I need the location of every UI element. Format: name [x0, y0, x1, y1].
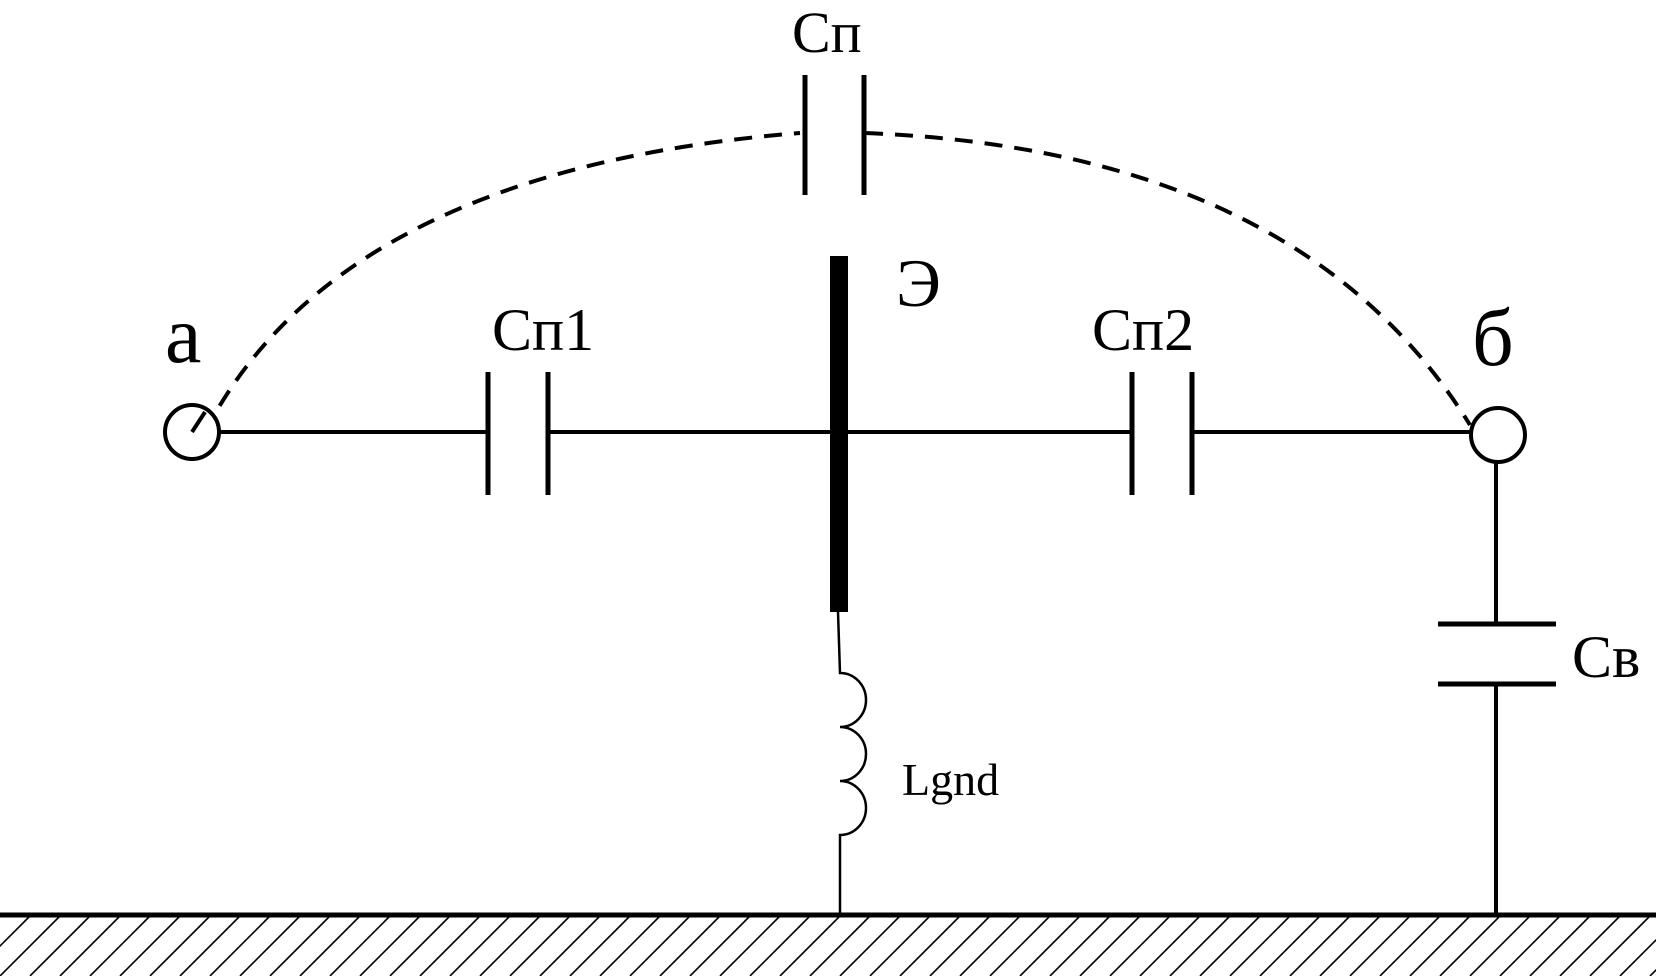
ground-hatch-stroke [1469, 916, 1530, 976]
ground-hatch-stroke [29, 916, 90, 976]
ground-hatch-stroke [659, 916, 720, 976]
ground-hatch-stroke [1169, 916, 1230, 976]
label-node-a: а [165, 289, 201, 380]
ground-hatch-stroke [1139, 916, 1200, 976]
ground-hatch-stroke [1049, 916, 1110, 976]
ground-hatch-stroke [449, 916, 510, 976]
ground-hatch-stroke [1379, 916, 1440, 976]
label-cap-left: Сп1 [492, 297, 594, 363]
ground-hatch-stroke [1019, 916, 1080, 976]
ground-hatch-stroke [359, 916, 420, 976]
ground-hatch-stroke [1439, 916, 1500, 976]
ground-hatch-stroke [299, 916, 360, 976]
ground-hatch-stroke [1409, 916, 1470, 976]
ground-hatch-stroke [959, 916, 1020, 976]
ground-hatch-stroke [1109, 916, 1170, 976]
ground-hatch-stroke [119, 916, 180, 976]
ground-hatch-stroke [989, 916, 1050, 976]
ground-hatch-stroke [809, 916, 870, 976]
label-cap-top: Сп [792, 0, 862, 65]
ground-hatch-stroke [149, 916, 210, 976]
ground-hatch-stroke [1229, 916, 1290, 976]
ground-hatch-stroke [1589, 916, 1650, 976]
label-inductor: Lgnd [902, 754, 999, 805]
ground-hatch-stroke [59, 916, 120, 976]
label-cap-vertical: Св [1572, 624, 1640, 690]
screen-bar [830, 256, 848, 612]
ground-hatch-stroke [1289, 916, 1350, 976]
ground-hatch-stroke [899, 916, 960, 976]
ground-hatch-stroke [599, 916, 660, 976]
terminal-b [1469, 406, 1527, 464]
ground-hatch-stroke [419, 916, 480, 976]
ground-hatch-stroke [1319, 916, 1380, 976]
ground-hatch-stroke [329, 916, 390, 976]
parasitic-path-right [864, 131, 1472, 427]
ground-hatch-stroke [1499, 916, 1560, 976]
label-cap-right: Сп2 [1092, 297, 1194, 363]
ground-hatch-stroke [629, 916, 690, 976]
ground-hatch-stroke [509, 916, 570, 976]
inductor-coil [836, 611, 868, 915]
ground-hatch-stroke [269, 916, 330, 976]
ground-hatch-stroke [0, 916, 60, 976]
ground-hatch-stroke [689, 916, 750, 976]
terminal-a-tick [190, 410, 207, 434]
ground-hatch-stroke [869, 916, 930, 976]
ground-hatch-stroke [719, 916, 780, 976]
ground-hatch-stroke [749, 916, 810, 976]
ground-hatch-stroke [929, 916, 990, 976]
ground-hatch-stroke [389, 916, 450, 976]
ground-hatch-stroke [539, 916, 600, 976]
ground-hatching [0, 916, 1656, 976]
ground-hatch-stroke [1649, 968, 1656, 976]
ground-hatch-stroke [1559, 916, 1620, 976]
label-screen: Э [896, 245, 941, 321]
ground-hatch-stroke [1529, 916, 1590, 976]
ground-hatch-stroke [89, 916, 150, 976]
ground-hatch-stroke [1199, 916, 1260, 976]
ground-hatch-stroke [1619, 938, 1656, 976]
ground-hatch-stroke [0, 916, 30, 948]
ground-hatch-stroke [779, 916, 840, 976]
label-node-b: б [1472, 292, 1514, 383]
parasitic-path-left [203, 131, 801, 433]
ground-hatch-stroke [209, 916, 270, 976]
ground-hatch-stroke [839, 916, 900, 976]
ground-hatch-stroke [1079, 916, 1140, 976]
ground-hatch-stroke [1349, 916, 1410, 976]
ground-hatch-stroke [479, 916, 540, 976]
ground-hatch-stroke [239, 916, 300, 976]
ground-hatch-stroke [569, 916, 630, 976]
ground-hatch-stroke [1259, 916, 1320, 976]
ground-hatch-stroke [179, 916, 240, 976]
